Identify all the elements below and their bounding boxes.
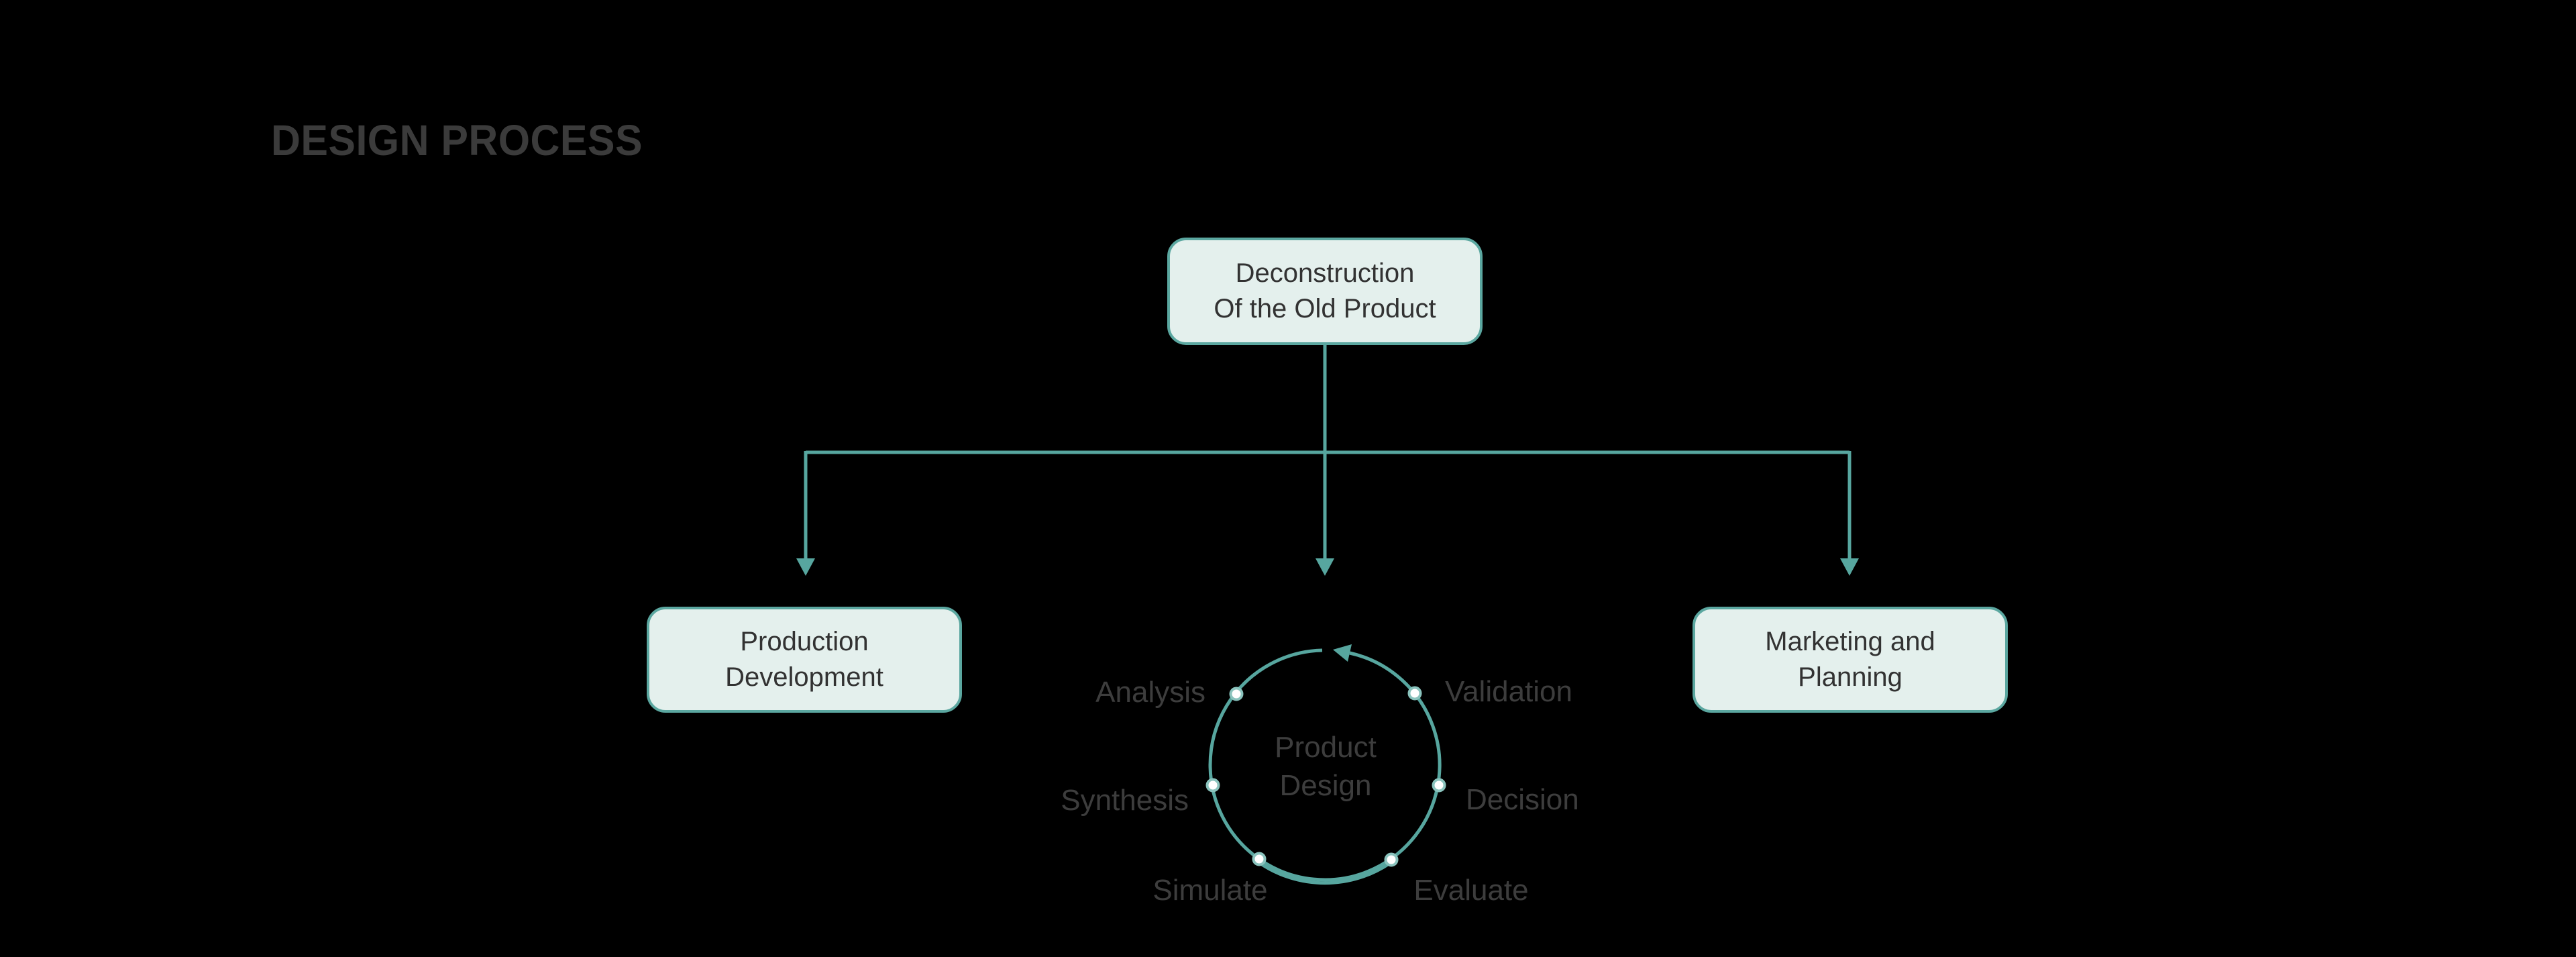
cycle-arrowhead: [1333, 644, 1352, 662]
node-marketing-line2: Planning: [1798, 662, 1902, 692]
cycle-ring-bottom-arc: [1258, 861, 1391, 885]
node-production-development: Production Development: [647, 607, 962, 713]
node-deconstruction: Deconstruction Of the Old Product: [1167, 238, 1483, 345]
arrowhead-center: [1316, 558, 1334, 576]
page-title: DESIGN PROCESS: [271, 116, 643, 164]
cycle-label-simulate: Simulate: [1152, 874, 1268, 907]
cycle-dot-validation: [1407, 686, 1422, 701]
node-marketing-planning: Marketing and Planning: [1693, 607, 2008, 713]
cycle-label-evaluate: Evaluate: [1413, 874, 1529, 907]
cycle-label-analysis: Analysis: [1095, 676, 1205, 709]
node-production-line1: Production: [740, 627, 869, 656]
cycle-dot-evaluate: [1384, 852, 1399, 867]
cycle-label-validation: Validation: [1445, 675, 1572, 708]
node-production-line2: Development: [725, 662, 883, 692]
cycle-dot-simulate: [1252, 852, 1267, 866]
cycle-label-synthesis: Synthesis: [1061, 784, 1189, 817]
arrowhead-right: [1840, 558, 1859, 576]
cycle-center-line2: Design: [1279, 769, 1372, 802]
node-deconstruction-line2: Of the Old Product: [1214, 294, 1436, 323]
cycle-label-decision: Decision: [1466, 783, 1579, 816]
cycle-center-label: Product Design: [1275, 728, 1377, 805]
cycle-center-line1: Product: [1275, 731, 1377, 764]
cycle-dot-analysis: [1229, 687, 1244, 701]
node-marketing-line1: Marketing and: [1765, 627, 1935, 656]
cycle-ring: [1208, 648, 1442, 882]
cycle-dot-decision: [1432, 778, 1446, 793]
cycle-dot-synthesis: [1205, 778, 1220, 793]
arrowhead-left: [796, 558, 815, 576]
node-deconstruction-line1: Deconstruction: [1235, 258, 1415, 288]
